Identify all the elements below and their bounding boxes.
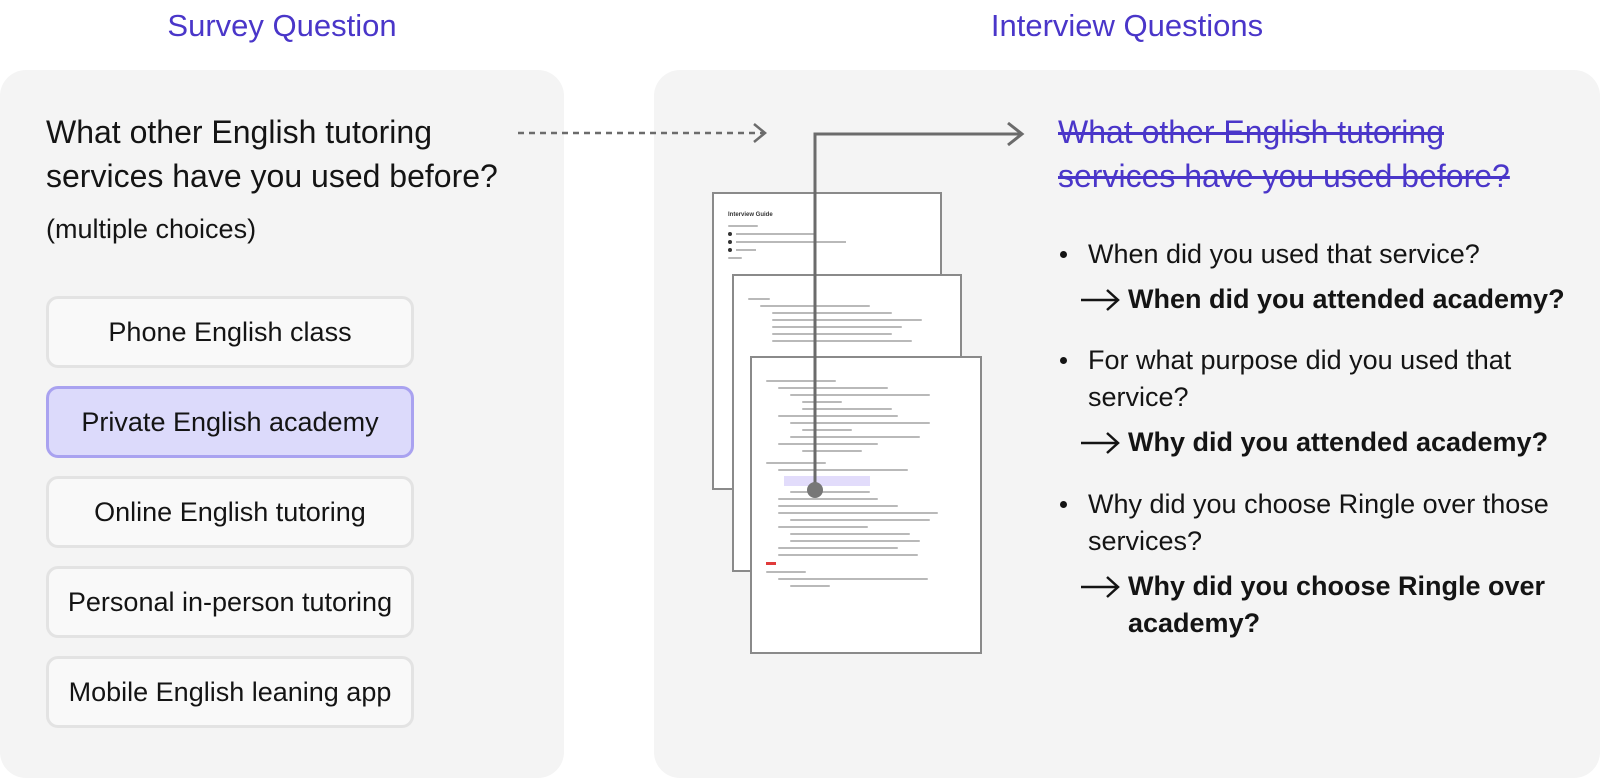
- red-marker: [766, 562, 776, 565]
- interview-question-text: Why did you choose Ringle over those ser…: [1088, 489, 1549, 556]
- choice-private-english-academy[interactable]: Private English academy: [46, 386, 414, 458]
- bullet-icon: [1060, 251, 1067, 258]
- choice-personal-in-person-tutoring[interactable]: Personal in-person tutoring: [46, 566, 414, 638]
- right-arrow-icon: [1081, 576, 1120, 598]
- right-arrow-icon: [1081, 289, 1120, 311]
- struck-survey-question: What other English tutoring services hav…: [1058, 114, 1510, 194]
- choice-phone-english-class[interactable]: Phone English class: [46, 296, 414, 368]
- interview-followup-text: When did you attended academy?: [1128, 284, 1565, 314]
- bullet-icon: [1060, 357, 1067, 364]
- interview-guide-heading: Interview Guide: [728, 212, 773, 218]
- bullet-icon: [1060, 501, 1067, 508]
- interview-guide-page-3: [750, 356, 982, 654]
- interview-item-3: Why did you choose Ringle over those ser…: [1058, 486, 1578, 642]
- survey-section-title: Survey Question: [167, 8, 397, 43]
- dashed-arrow-icon: [518, 123, 767, 143]
- interview-question-text: When did you used that service?: [1088, 239, 1480, 269]
- interview-item-2: For what purpose did you used that servi…: [1058, 342, 1578, 461]
- highlighted-line: [784, 476, 870, 486]
- choice-online-english-tutoring[interactable]: Online English tutoring: [46, 476, 414, 548]
- survey-question-note: (multiple choices): [46, 214, 257, 244]
- right-arrow-icon: [1081, 432, 1120, 454]
- interview-followup-text: Why did you choose Ringle over academy?: [1128, 571, 1546, 638]
- choice-mobile-english-learning-app[interactable]: Mobile English leaning app: [46, 656, 414, 728]
- interview-followup-text: Why did you attended academy?: [1128, 427, 1549, 457]
- interview-section-title: Interview Questions: [990, 8, 1264, 43]
- interview-question-text: For what purpose did you used that servi…: [1088, 345, 1512, 412]
- survey-question-text: What other English tutoring services hav…: [46, 114, 498, 194]
- interview-item-1: When did you used that service? When did…: [1058, 236, 1578, 318]
